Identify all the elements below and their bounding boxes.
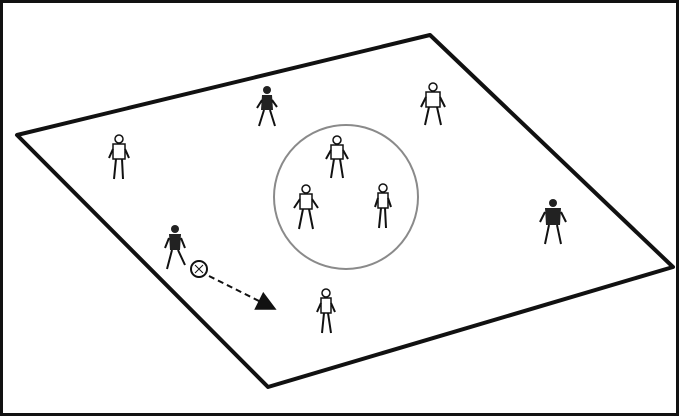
pass-arrow	[209, 276, 273, 308]
player-icon	[421, 83, 445, 125]
field-outline	[17, 35, 673, 387]
player-icon	[540, 199, 566, 244]
soccer-ball	[191, 261, 207, 277]
player-icon	[109, 135, 129, 179]
player-icon	[375, 184, 391, 228]
player-icon	[294, 185, 318, 229]
center-circle	[274, 125, 418, 269]
player-icon	[165, 225, 185, 269]
player-icon	[257, 86, 277, 126]
player-icon	[326, 136, 348, 178]
player-icon	[317, 289, 335, 333]
drill-diagram	[3, 3, 679, 419]
